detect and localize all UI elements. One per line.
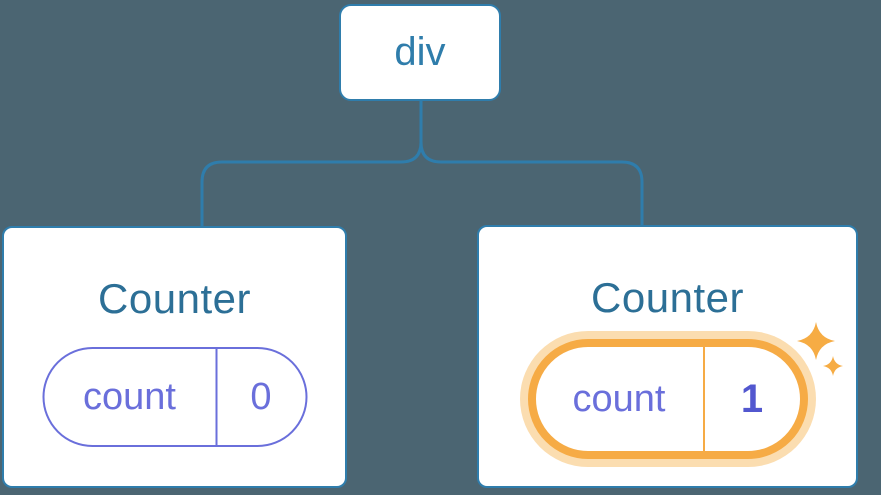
state-pill: count 0 (42, 347, 307, 447)
state-key-label: count (44, 349, 217, 445)
counter-node-right: Counter count 1 (477, 225, 858, 488)
edge-to-right-counter (419, 141, 644, 227)
counter-title: Counter (591, 274, 744, 321)
state-pill-highlighted: count 1 (527, 339, 808, 459)
root-div-label: div (394, 30, 446, 74)
counter-node-left: Counter count 0 (2, 226, 347, 488)
state-value: 0 (250, 375, 272, 418)
root-div-node: div (339, 4, 501, 101)
state-value: 1 (740, 376, 764, 421)
edge-to-left-counter (200, 141, 423, 227)
counter-title: Counter (98, 275, 251, 322)
state-key-label: count (536, 347, 705, 451)
